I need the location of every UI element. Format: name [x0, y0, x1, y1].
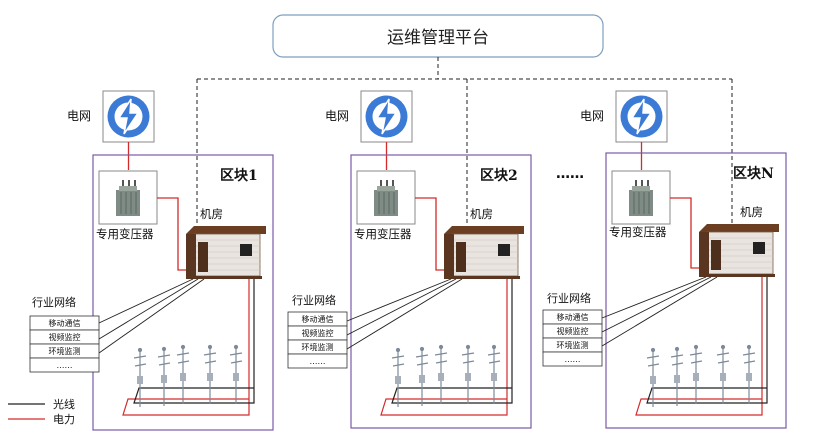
machine-room-label: 机房	[470, 207, 493, 221]
industry-network-list: 移动通信 视频监控 环境监测 ……	[542, 309, 603, 367]
block-group: 电网 区块2 专用变压器 机房	[287, 90, 532, 429]
power-line	[670, 197, 705, 269]
grid-label: 电网	[580, 109, 604, 123]
industry-network-label: 行业网络	[547, 291, 591, 305]
monitoring-poles	[133, 344, 243, 407]
list-item-label: 视频监控	[302, 328, 334, 338]
list-item	[542, 351, 603, 367]
block-group: 电网 区块N 专用变压器 机房	[542, 90, 787, 429]
block-label: 区块1	[220, 168, 258, 184]
cable-runs	[635, 277, 768, 416]
industry-network-list: 移动通信 视频监控 环境监测 ……	[287, 311, 348, 369]
list-item-label: 环境监测	[49, 346, 81, 356]
list-item-label: 环境监测	[302, 342, 334, 352]
industry-network-label: 行业网络	[292, 293, 336, 307]
block-ellipsis: ……	[556, 166, 584, 182]
legend-fiber-label: 光线	[53, 397, 75, 411]
block-border	[92, 154, 274, 431]
power-line	[415, 197, 450, 271]
legend-power-label: 电力	[53, 413, 75, 426]
legend: 光线 电力	[8, 397, 75, 426]
cable-runs	[380, 279, 513, 416]
transformer-label: 专用变压器	[609, 225, 667, 239]
fiber-lines	[98, 278, 205, 354]
block-label: 区块N	[733, 166, 774, 182]
lightning-icon	[107, 95, 150, 138]
block-label: 区块2	[480, 168, 518, 184]
cable-runs	[122, 279, 255, 416]
block-border	[605, 152, 787, 429]
machine-room-icon	[699, 224, 779, 277]
list-item	[29, 357, 100, 373]
list-item-label: 移动通信	[557, 312, 589, 322]
list-item-label: 环境监测	[557, 340, 589, 350]
lightning-icon	[620, 95, 663, 138]
industry-network-list: 移动通信 视频监控 环境监测 ……	[29, 315, 100, 373]
list-item-label: 视频监控	[557, 326, 589, 336]
block-group: 电网 区块1 专用变压器 机房	[29, 90, 274, 431]
block-border	[350, 154, 532, 429]
transformer-label: 专用变压器	[96, 227, 154, 241]
transformer-icon	[629, 180, 653, 216]
list-item-label: ……	[57, 361, 73, 370]
grid-label: 电网	[325, 109, 349, 123]
list-item	[287, 353, 348, 369]
list-item-label: ……	[310, 357, 326, 366]
machine-room-icon	[186, 226, 266, 279]
lightning-icon	[365, 95, 408, 138]
list-item-label: ……	[565, 355, 581, 364]
list-item-label: 移动通信	[49, 318, 81, 328]
transformer-icon	[374, 180, 398, 216]
management-network-dashed	[196, 57, 733, 255]
machine-room-label: 机房	[740, 205, 763, 219]
list-item-label: 视频监控	[49, 332, 81, 342]
industry-network-label: 行业网络	[32, 295, 76, 309]
fiber-lines	[601, 276, 718, 347]
grid-label: 电网	[67, 109, 91, 123]
fiber-lines	[346, 278, 463, 350]
transformer-icon	[116, 180, 140, 216]
monitoring-poles	[391, 344, 501, 407]
machine-room-icon	[444, 226, 524, 279]
list-item-label: 移动通信	[302, 314, 334, 324]
machine-room-label: 机房	[200, 207, 223, 221]
monitoring-poles	[646, 344, 756, 407]
platform-title: 运维管理平台	[387, 28, 489, 48]
power-line	[157, 197, 192, 271]
transformer-label: 专用变压器	[354, 227, 412, 241]
